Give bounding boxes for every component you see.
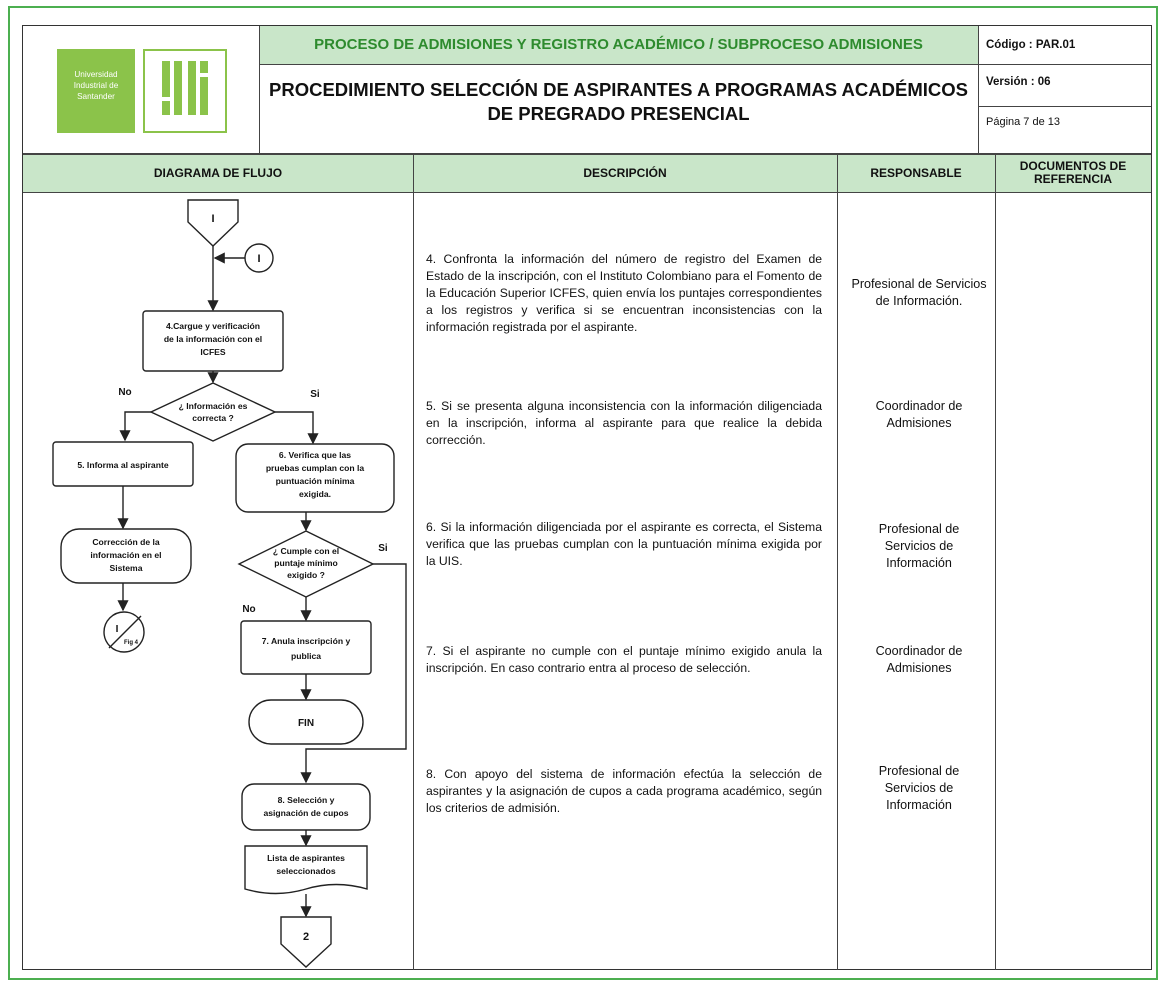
step-7-line-1: 7. Anula inscripción y: [262, 636, 351, 646]
col-divider-2: [837, 154, 838, 970]
step-8-line-2: asignación de cupos: [263, 808, 348, 818]
decision-2-no-label: No: [242, 604, 255, 615]
step-6-line-1: 6. Verifica que las: [279, 450, 351, 460]
step-6-line-3: puntuación mínima: [276, 476, 355, 486]
process-title-cell: [259, 26, 978, 64]
step-6-line-2: pruebas cumplan con la: [266, 463, 365, 473]
header-divider: [23, 153, 1151, 155]
decision-1-no-label: No: [118, 387, 131, 398]
correction-box: [60, 528, 192, 584]
column-header-band: [23, 154, 1151, 192]
step-4-line-2: de la información con el: [164, 334, 262, 344]
document-line-1: Lista de aspirantes: [267, 853, 345, 863]
description-step-4: 4. Confronta la información del número d…: [426, 252, 822, 334]
document-shape: [244, 845, 368, 895]
documents-header-line-1: DOCUMENTOS DE: [1019, 159, 1127, 173]
connector-bottom-shape: [280, 916, 332, 968]
logo-line-2: Industrial de: [73, 81, 119, 90]
code-divider: [978, 64, 1151, 65]
decision-1-line-1: ¿ Información es: [179, 401, 248, 411]
column-header-diagram: DIAGRAMA DE FLUJO: [153, 166, 283, 180]
column-header-divider: [23, 192, 1151, 193]
title-divider: [259, 64, 978, 65]
responsible-step-8: Profesional de Servicios de Información: [878, 764, 960, 812]
documents-header-line-2: REFERENCIA: [1033, 172, 1112, 186]
decision-2-line-2: puntaje mínimo: [274, 558, 338, 568]
procedure-title-line-2: DE PREGRADO PRESENCIAL: [487, 103, 750, 124]
responsible-step-6: Profesional de Servicios de Información: [878, 522, 960, 570]
description-step-8: 8. Con apoyo del sistema de información …: [426, 767, 822, 815]
document-version: Versión : 06: [986, 76, 1051, 88]
fin-label: FIN: [298, 718, 314, 729]
decision-2-line-1: ¿ Cumple con el: [273, 546, 339, 556]
responsible-step-5: Coordinador de Admisiones: [875, 399, 963, 430]
connector-top-label: I: [211, 213, 214, 225]
document-line-2: seleccionados: [276, 866, 335, 876]
description-step-7: 7. Si el aspirante no cumple con el punt…: [426, 644, 822, 675]
offpage-letter: I: [116, 624, 119, 635]
page-number: Página 7 de 13: [986, 116, 1061, 128]
step-4-line-1: 4.Cargue y verificación: [166, 321, 260, 331]
process-title: PROCESO DE ADMISIONES Y REGISTRO ACADÉMI…: [314, 36, 923, 53]
column-header-documents: DOCUMENTOS DE REFERENCIA: [995, 154, 1151, 192]
description-step-5: 5. Si se presenta alguna inconsistencia …: [426, 399, 822, 447]
logo-divider: [259, 26, 260, 154]
decision-2-line-3: exigido ?: [287, 570, 325, 580]
procedure-title: PROCEDIMIENTO SELECCIÓN DE ASPIRANTES A …: [259, 78, 978, 126]
decision-1-shape: [149, 382, 277, 442]
correction-line-2: información en el: [90, 550, 161, 560]
university-logo-text-block: Universidad Industrial de Santander: [57, 49, 135, 133]
logo-line-3: Santander: [77, 92, 115, 101]
connector-top-shape: [187, 199, 239, 247]
uis-logo-icon: [143, 49, 227, 133]
step-7-line-2: publica: [291, 651, 321, 661]
step-8-box: [241, 783, 371, 831]
logo-line-1: Universidad: [74, 70, 118, 79]
document-code: Código : PAR.01: [986, 39, 1076, 51]
correction-line-1: Corrección de la: [92, 537, 160, 547]
column-header-responsible: RESPONSABLE: [870, 166, 962, 180]
responsible-step-7: Coordinador de Admisiones: [875, 644, 963, 675]
responsible-step-4: Profesional de Servicios de Información.: [851, 277, 987, 308]
version-divider: [978, 106, 1151, 107]
meta-divider: [978, 26, 979, 154]
step-4-line-3: ICFES: [200, 347, 226, 357]
fin-terminal-shape: [248, 699, 364, 745]
connector-side-label: I: [257, 253, 260, 265]
offpage-connector-shape: [103, 611, 145, 653]
offpage-ref: Fig 4: [124, 640, 139, 646]
decision-1-line-2: correcta ?: [192, 413, 234, 423]
column-header-description: DESCRIPCIÓN: [583, 166, 667, 180]
decision-1-si-label: Si: [310, 389, 320, 400]
connector-bottom-label: 2: [303, 931, 309, 943]
correction-line-3: Sistema: [110, 563, 143, 573]
col-divider-1: [413, 154, 414, 970]
document-table: Universidad Industrial de Santander PROC…: [22, 25, 1152, 970]
step-8-line-1: 8. Selección y: [278, 795, 335, 805]
procedure-title-line-1: PROCEDIMIENTO SELECCIÓN DE ASPIRANTES A …: [269, 79, 968, 100]
step-5-label: 5. Informa al aspirante: [77, 460, 168, 470]
description-step-6: 6. Si la información diligenciada por el…: [426, 520, 822, 568]
step-7-box: [240, 620, 372, 675]
flowchart: I I 4.Cargue y verificación de la inform…: [52, 199, 407, 968]
decision-2-si-label: Si: [378, 543, 388, 554]
step-6-box: [235, 443, 395, 513]
step-6-line-4: exigida.: [299, 489, 331, 499]
col-divider-3: [995, 154, 996, 970]
